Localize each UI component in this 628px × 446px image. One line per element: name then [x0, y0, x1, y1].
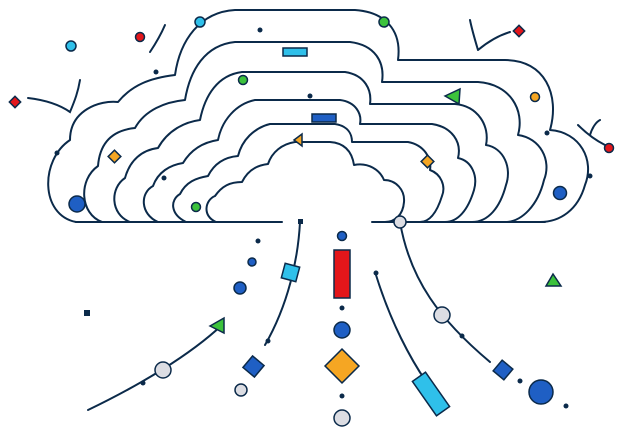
falling-shapes: [154, 230, 563, 427]
node-dot: [517, 378, 523, 384]
node-dot: [307, 93, 313, 99]
circle-red-right: [603, 142, 615, 154]
node-dot: [587, 173, 593, 179]
circle-light-lower-left: [154, 361, 172, 379]
node-dot: [265, 338, 271, 344]
diamond-red-far-left: [8, 95, 22, 109]
node-dot: [339, 393, 345, 399]
node-dot: [563, 403, 569, 409]
ray-right: [577, 119, 606, 146]
node-dot: [255, 238, 261, 244]
bar-cyan-diagonal: [411, 371, 451, 417]
circle-light-base: [393, 215, 407, 229]
circle-green-bottom-left: [190, 201, 202, 213]
circle-red-top-left: [134, 31, 146, 43]
circle-green-top: [378, 16, 390, 28]
data-streams: [27, 19, 606, 411]
node-dot: [161, 175, 167, 181]
circle-blue-right: [552, 185, 568, 201]
cloud-outline-3: [113, 71, 509, 223]
circle-blue-large-bottom-right: [528, 379, 554, 405]
square-blue-lower-left: [241, 354, 266, 379]
node-dot: [459, 333, 465, 339]
ray-top-right: [469, 19, 511, 51]
triangle-green-right: [443, 87, 461, 106]
bar-red-vertical: [333, 249, 351, 299]
circle-blue-center: [333, 321, 351, 339]
square-blue-right-stream: [492, 359, 514, 381]
ray-top-mid: [149, 24, 166, 53]
circle-blue-small-left: [247, 257, 257, 267]
triangle-green-right-stream: [544, 272, 563, 287]
circle-light-right-stream: [433, 306, 451, 324]
circle-orange-right: [529, 91, 541, 103]
cloud-outline-6: [205, 141, 406, 223]
node-dot: [54, 150, 60, 156]
circle-cyan-far-left: [65, 40, 77, 52]
square-cyan-left: [280, 262, 301, 283]
cloud-outline-2: [83, 41, 548, 223]
cloud-outline-5: [172, 123, 445, 223]
cloud-outline-1: [47, 9, 590, 223]
diamond-red-top-right: [512, 24, 526, 38]
node-dot: [373, 270, 379, 276]
connector-dots: [54, 27, 593, 409]
stream-left-2: [264, 221, 301, 346]
circle-blue-stream-top: [336, 230, 348, 242]
bar-cyan-top: [282, 47, 308, 57]
cloud-outline-4: [142, 99, 477, 223]
node-dot: [339, 305, 345, 311]
diamond-orange-center: [323, 347, 361, 385]
cloud-accents: [8, 16, 615, 229]
diamond-orange-right: [420, 154, 435, 169]
stream-right-1: [399, 221, 491, 363]
bar-blue-mid: [311, 113, 337, 123]
diamond-orange-left: [107, 149, 122, 164]
ray-top-left: [27, 79, 81, 114]
node-dot: [140, 380, 146, 386]
node-dot: [153, 69, 159, 75]
circle-blue-left: [68, 195, 86, 213]
circle-light-bottom: [333, 409, 351, 427]
triangle-green-left-stream: [208, 316, 225, 335]
node-square: [84, 310, 90, 316]
triangle-orange-mid: [292, 132, 303, 148]
circle-green-left: [237, 74, 249, 86]
node-dot: [257, 27, 263, 33]
circle-light-lower-left-2: [234, 383, 248, 397]
node-dot: [544, 130, 550, 136]
circle-cyan-top: [194, 16, 206, 28]
circle-blue-left-mid: [233, 281, 247, 295]
cloud-outlines: [47, 9, 590, 223]
node-square: [298, 219, 303, 224]
